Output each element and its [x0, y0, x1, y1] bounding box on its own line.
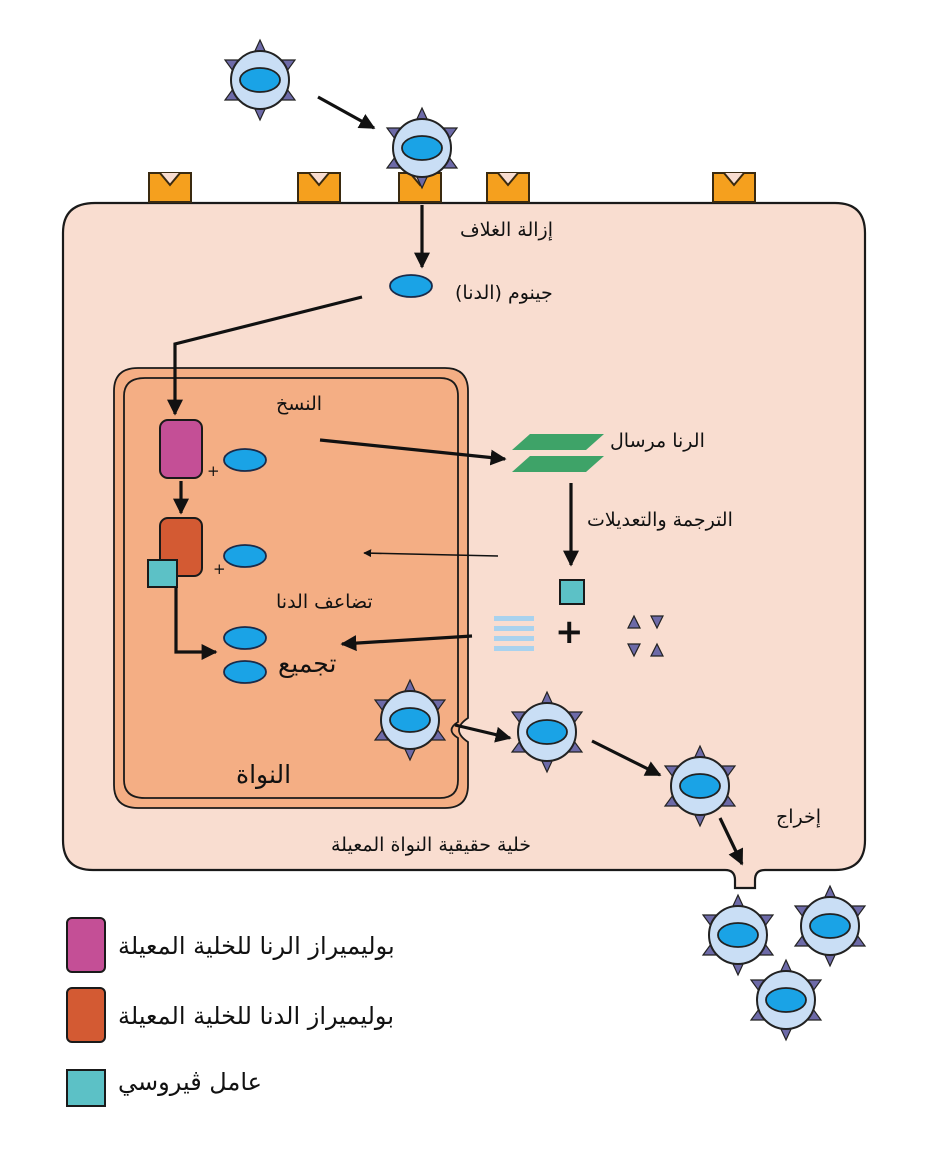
arrow-release	[718, 817, 744, 866]
virus-released-2	[794, 885, 866, 967]
virus-attached	[386, 107, 458, 189]
arrow-entry	[317, 95, 376, 130]
label-release: إخراج	[776, 806, 822, 828]
nucleus-outer	[113, 367, 469, 809]
arrow-replication	[363, 549, 499, 558]
genome-assembly-1	[223, 626, 267, 650]
virus-released-3	[750, 959, 822, 1041]
label-host-cell: خلية حقيقية النواة المعيلة	[331, 834, 531, 856]
genome-transcription	[223, 448, 267, 472]
legend-label-dna-polymerase: بوليميراز الدنا للخلية المعيلة	[118, 1002, 394, 1030]
virus-incoming	[224, 39, 296, 121]
mrna-strand-1	[512, 434, 604, 450]
plus-sign-3: +	[555, 612, 584, 652]
label-nucleus: النواة	[236, 760, 292, 789]
viral-factor-translated	[559, 579, 585, 605]
arrow-to-membrane	[591, 739, 662, 777]
viral-factor-on-polymerase	[147, 559, 178, 588]
genome-replication	[223, 544, 267, 568]
arrow-protein-import	[340, 634, 473, 652]
label-translation: الترجمة والتعديلات	[587, 509, 733, 531]
receptor-2	[297, 172, 341, 203]
label-genome: جينوم (الدنا)	[455, 282, 553, 304]
legend-label-viral-factor: عامل ڤيروسي	[118, 1068, 262, 1096]
spike-protein-triangles	[627, 614, 664, 658]
plus-sign-2: +	[213, 560, 226, 578]
capsid-protein-stack	[494, 616, 534, 651]
receptor-1	[148, 172, 192, 203]
genome-assembly-2	[223, 660, 267, 684]
label-replication: تضاعف الدنا	[276, 591, 373, 613]
plus-sign-1: +	[207, 462, 220, 480]
virus-released-1	[702, 894, 774, 976]
label-transcription: النسخ	[276, 393, 323, 415]
arrow-to-assembly	[174, 587, 218, 660]
label-uncoating: إزالة الغلاف	[460, 219, 554, 241]
receptor-4	[486, 172, 530, 203]
arrow-nuclear-export	[454, 723, 512, 743]
mrna-strand-2	[512, 456, 604, 472]
arrow-to-nucleus	[167, 295, 363, 416]
genome-uncoated	[389, 274, 433, 298]
label-assembly: تجميع	[278, 649, 337, 678]
legend-swatch-viral-factor	[66, 1069, 106, 1107]
nucleus-inner	[123, 377, 459, 799]
legend-swatch-rna-polymerase	[66, 917, 106, 973]
label-mrna: الرنا مرسال	[610, 430, 705, 452]
receptor-5	[712, 172, 756, 203]
rna-polymerase	[159, 419, 203, 479]
legend-label-rna-polymerase: بوليميراز الرنا للخلية المعيلة	[118, 932, 395, 960]
legend-swatch-dna-polymerase	[66, 987, 106, 1043]
arrow-transcription	[319, 438, 507, 466]
